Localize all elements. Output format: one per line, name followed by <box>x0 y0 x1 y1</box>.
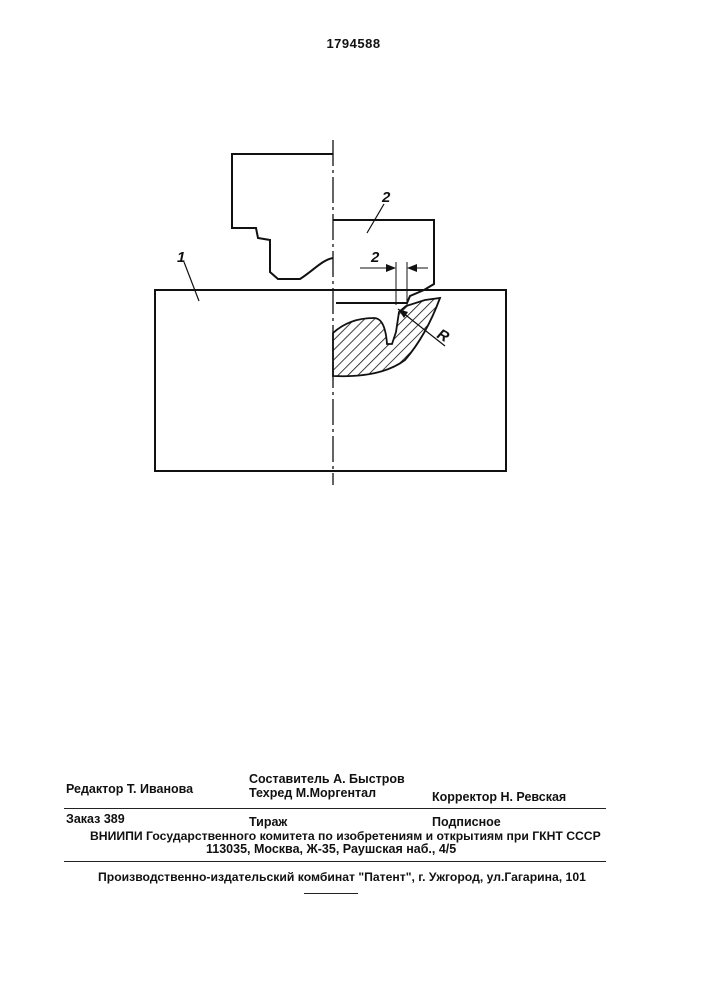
editor: Редактор Т. Иванова <box>66 782 193 796</box>
rule-footer <box>304 893 358 894</box>
workpiece-body <box>155 290 506 471</box>
circulation: Тираж <box>249 815 287 829</box>
rule-top <box>64 808 606 809</box>
dim-arrow-left <box>386 264 396 272</box>
label-part-2: 2 <box>381 189 391 206</box>
hatched-section <box>333 298 440 376</box>
leader-part-1 <box>184 262 199 301</box>
address: 113035, Москва, Ж-35, Раушская наб., 4/5 <box>206 842 456 856</box>
subscription: Подписное <box>432 815 501 829</box>
technical-drawing: 1 2 2 R <box>0 0 707 560</box>
leader-part-2 <box>367 204 384 233</box>
order: Заказ 389 <box>66 812 125 826</box>
upper-die-left <box>232 154 333 279</box>
rule-bottom <box>64 861 606 862</box>
label-part-1: 1 <box>177 249 185 266</box>
corrector: Корректор Н. Ревская <box>432 790 566 804</box>
publisher: Производственно-издательский комбинат "П… <box>98 870 586 884</box>
organization: ВНИИПИ Государственного комитета по изоб… <box>90 829 601 843</box>
dim-arrow-right <box>407 264 417 272</box>
compiler: Составитель А. Быстров <box>249 772 405 786</box>
label-dimension: 2 <box>370 249 380 266</box>
label-radius: R <box>434 326 452 346</box>
techred: Техред М.Моргентал <box>249 786 376 800</box>
